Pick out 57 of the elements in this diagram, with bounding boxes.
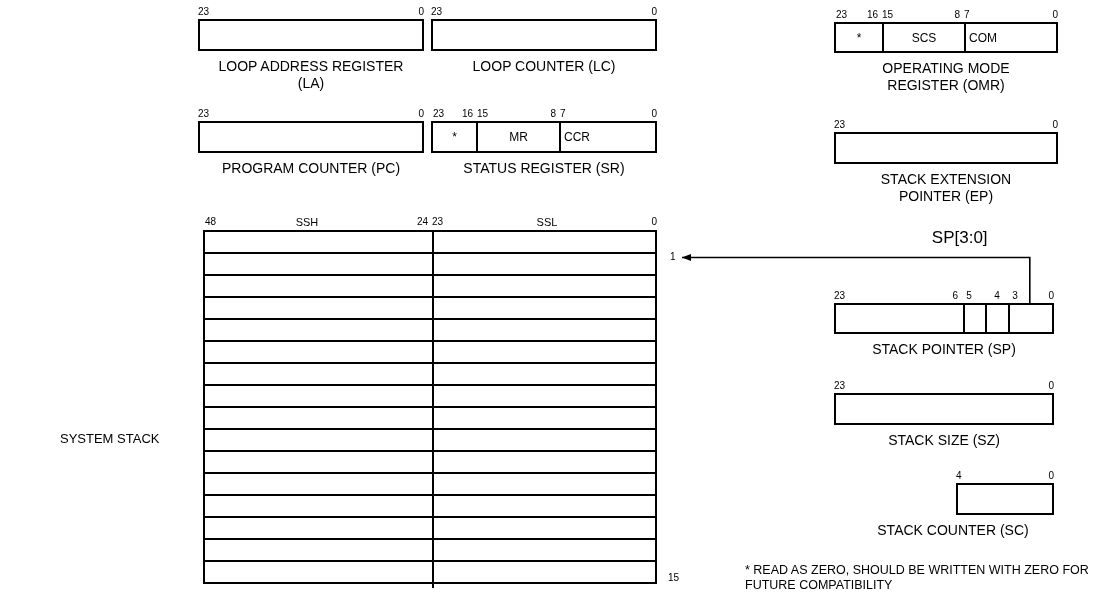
register-name: PROGRAM COUNTER (PC) (221, 160, 401, 177)
bit-number: 24 (416, 216, 428, 228)
bit-number: 23 (433, 108, 445, 120)
bit-number: 7 (560, 108, 566, 120)
edge-label: SP[3:0] (929, 228, 990, 248)
bit-number: 0 (1052, 119, 1058, 131)
bit-number: 0 (1048, 380, 1054, 392)
bit-number: 23 (198, 6, 210, 18)
bit-number: 23 (431, 6, 443, 18)
register-name: OPERATING MODE REGISTER (OMR) (881, 60, 1011, 94)
bit-number: 0 (651, 216, 657, 228)
bit-number: 0 (1048, 290, 1054, 302)
bit-number: 4 (956, 470, 962, 482)
field-name: * (856, 30, 862, 45)
bit-number: 0 (418, 6, 424, 18)
bit-number: 15 (477, 108, 489, 120)
row-number: 15 (668, 572, 680, 584)
field-name: SSL (536, 216, 558, 228)
bit-number: 4 (994, 290, 1000, 302)
arrow (681, 253, 1031, 304)
bit-number: 8 (550, 108, 556, 120)
bit-number: 7 (964, 9, 970, 21)
bit-number: 16 (461, 108, 473, 120)
register-name: STATUS REGISTER (SR) (463, 160, 625, 177)
footnote: * READ AS ZERO, SHOULD BE WRITTEN WITH ZERO FOR FUTURE COMPATIBILITY (745, 563, 1090, 593)
bit-number: 3 (1012, 290, 1018, 302)
bit-number: 48 (205, 216, 217, 228)
bit-number: 6 (952, 290, 958, 302)
bit-number: 23 (834, 380, 846, 392)
field-name: * (452, 130, 457, 144)
register-name: STACK EXTENSION POINTER (EP) (879, 171, 1013, 205)
field-name: SSH (295, 216, 319, 228)
field-name: COM (969, 30, 997, 45)
bit-number: 5 (966, 290, 972, 302)
row-number: 1 (670, 251, 676, 263)
bit-number: 0 (651, 108, 657, 120)
register-name: LOOP COUNTER (LC) (472, 58, 616, 75)
register-name: LOOP ADDRESS REGISTER (LA) (217, 58, 405, 92)
bit-number: 15 (882, 9, 894, 21)
bit-number: 23 (432, 216, 444, 228)
bit-number: 0 (418, 108, 424, 120)
bit-number: 23 (198, 108, 210, 120)
bit-number: 23 (834, 290, 846, 302)
bit-number: 0 (1048, 470, 1054, 482)
bit-number: 23 (836, 9, 848, 21)
bit-number: 16 (866, 9, 878, 21)
field-name: MR (509, 130, 528, 144)
register-name: STACK SIZE (SZ) (888, 432, 1000, 449)
bit-number: 0 (1052, 9, 1058, 21)
stack-name: SYSTEM STACK (60, 431, 160, 447)
bit-number: 8 (954, 9, 960, 21)
field-name: CCR (564, 130, 590, 144)
register-name: STACK COUNTER (SC) (877, 522, 1029, 539)
bit-number: 23 (834, 119, 846, 131)
bit-number: 0 (651, 6, 657, 18)
register-name: STACK POINTER (SP) (872, 341, 1016, 358)
field-name: SCS (911, 30, 937, 45)
